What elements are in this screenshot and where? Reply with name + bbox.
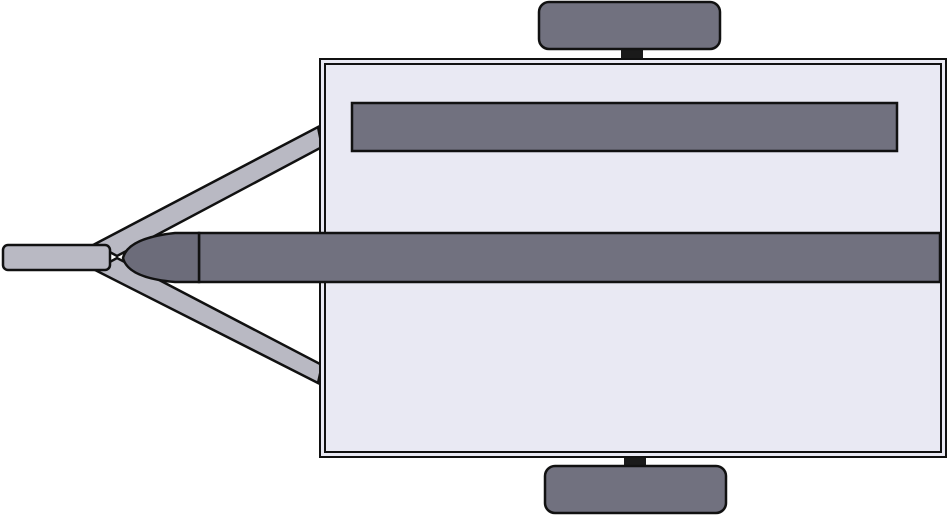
hitch-coupler <box>1 243 112 272</box>
center-beam <box>197 231 942 284</box>
bed-slat <box>350 101 899 153</box>
top-wheel <box>537 0 722 51</box>
tongue-cone <box>121 231 201 284</box>
bottom-wheel <box>543 464 728 515</box>
tongue <box>121 231 942 284</box>
wheels <box>537 0 728 515</box>
